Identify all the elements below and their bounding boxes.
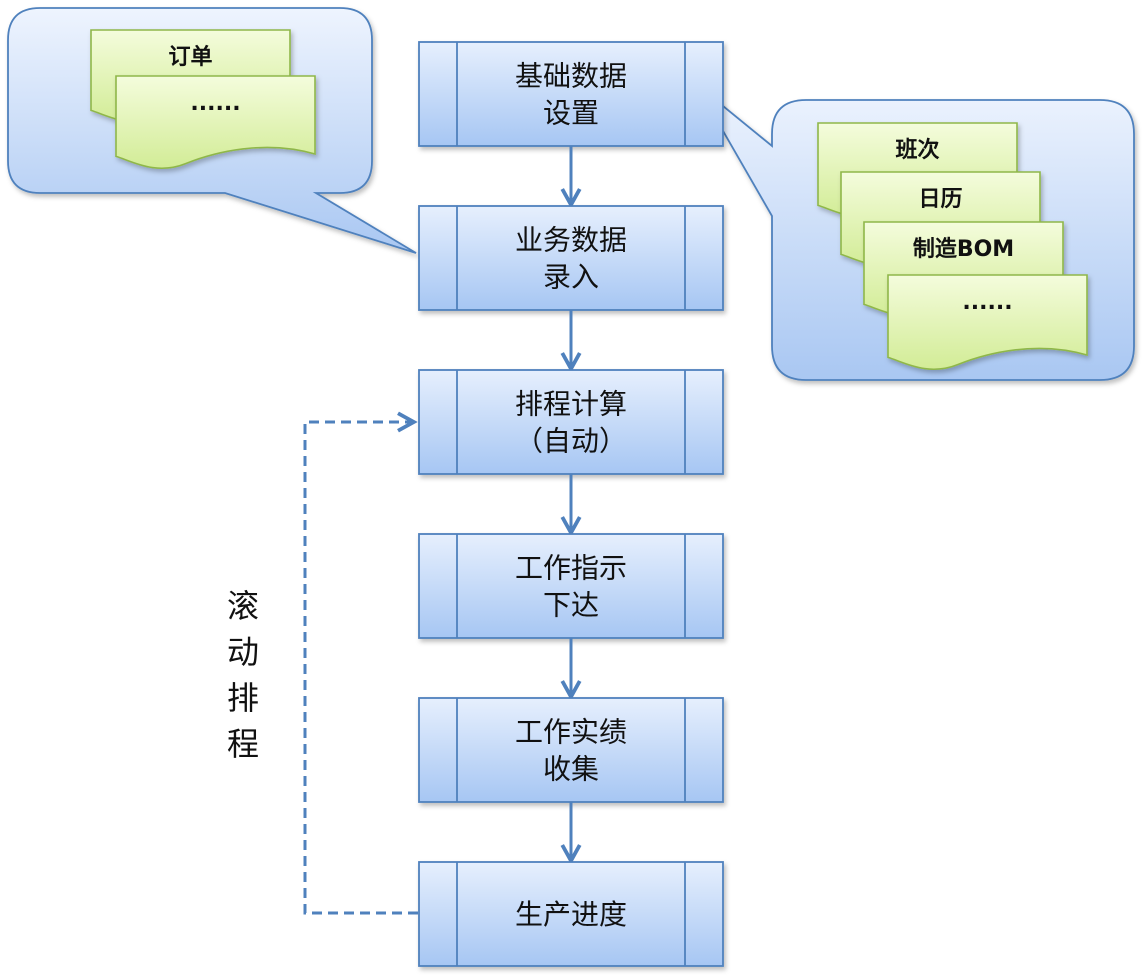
rolling-schedule-label-char: 动 bbox=[227, 633, 259, 671]
document-card: ...... bbox=[887, 274, 1088, 370]
process-step-6: 生产进度 bbox=[418, 861, 724, 967]
process-step-label: （自动） bbox=[515, 425, 627, 458]
document-card: ...... bbox=[115, 75, 316, 169]
process-step-label: 录入 bbox=[543, 261, 599, 294]
process-step-label: 工作指示 bbox=[515, 552, 627, 585]
process-step-3: 排程计算 （自动） bbox=[418, 369, 724, 475]
process-step-label: 收集 bbox=[543, 753, 599, 786]
document-label: 订单 bbox=[168, 45, 212, 70]
document-label: 班次 bbox=[895, 137, 939, 163]
rolling-schedule-label-char: 滚 bbox=[227, 587, 259, 625]
process-step-label: 生产进度 bbox=[515, 898, 627, 931]
document-label: ...... bbox=[962, 290, 1012, 315]
process-step-label: 业务数据 bbox=[515, 224, 627, 257]
document-label: 制造BOM bbox=[913, 237, 1014, 262]
process-step-label: 排程计算 bbox=[515, 388, 627, 421]
process-step-label: 工作实绩 bbox=[515, 716, 627, 749]
process-step-label: 设置 bbox=[543, 97, 599, 130]
document-label: 日历 bbox=[918, 187, 962, 212]
process-step-label: 基础数据 bbox=[515, 60, 627, 93]
rolling-schedule-label-char: 排 bbox=[227, 679, 259, 717]
document-label: ...... bbox=[190, 91, 240, 116]
rolling-schedule-loop-arrow bbox=[303, 422, 418, 915]
process-step-label: 下达 bbox=[543, 589, 599, 622]
rolling-schedule-label-char: 程 bbox=[227, 725, 259, 763]
